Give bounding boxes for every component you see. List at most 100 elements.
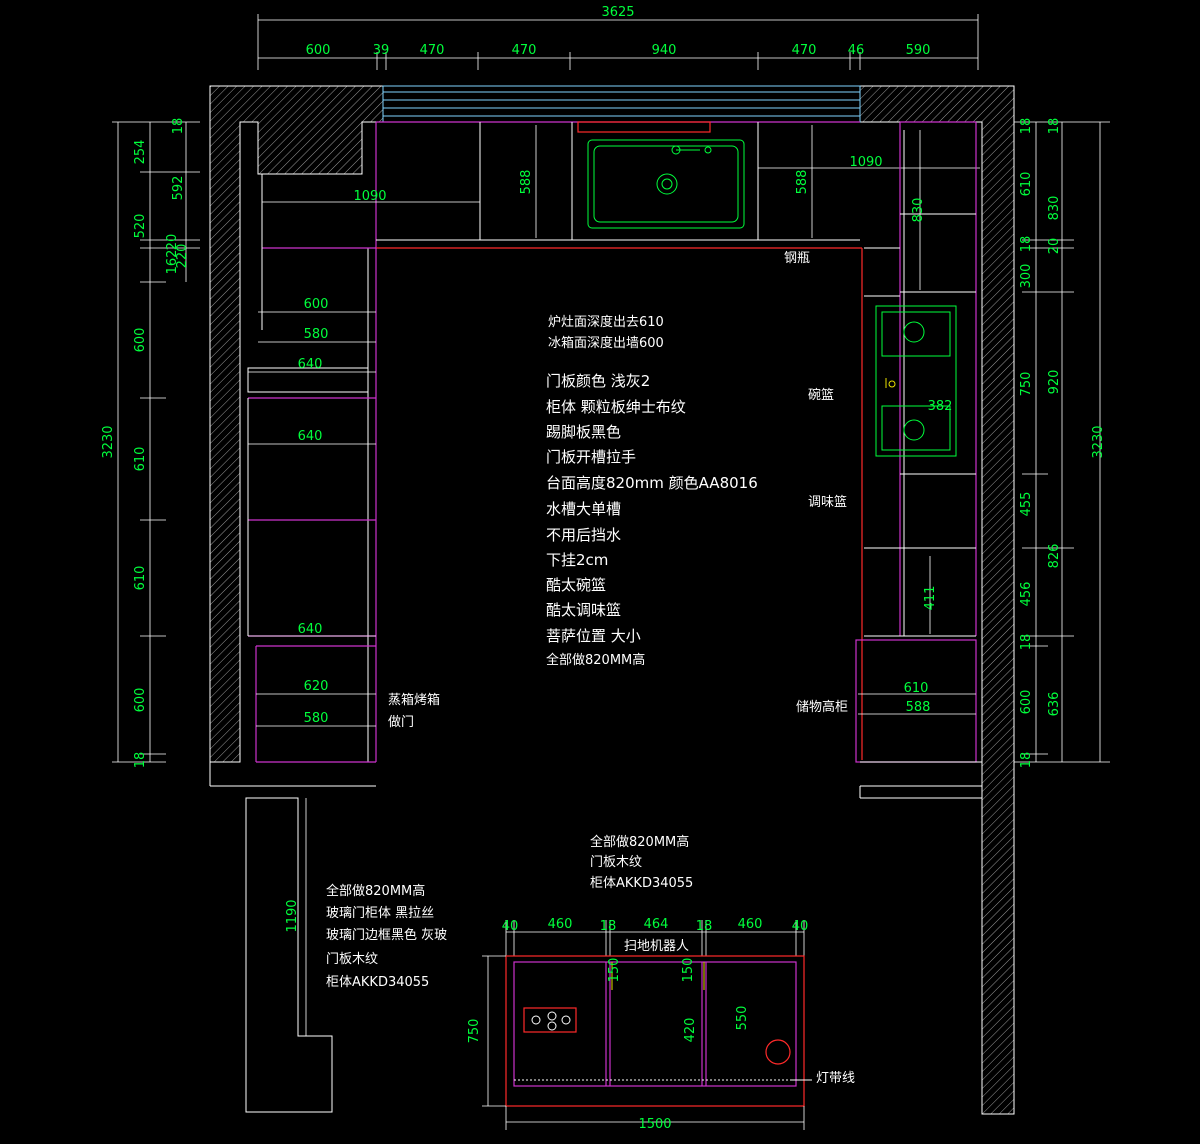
dim-right: 18: [1019, 752, 1034, 769]
dim-top-seg: 470: [420, 43, 445, 58]
cooktop: [875, 305, 957, 457]
dim-left-inner: 592: [171, 176, 186, 201]
left-dimension-chain: 3230 254 520 162 20 600 610 610 600 18 1…: [101, 118, 200, 769]
dim-580: 580: [304, 327, 329, 342]
walls: [209, 85, 1015, 1115]
note-line: 下挂2cm: [546, 551, 608, 569]
dim-550: 550: [735, 1006, 750, 1031]
dim-top-seg: 39: [373, 43, 390, 58]
dim-island-1500: 1500: [638, 1117, 671, 1132]
label-robot: 扫地机器人: [624, 939, 689, 954]
sink: [587, 139, 745, 229]
note-line: 门板木纹: [326, 952, 378, 967]
dim-top-seg: 600: [306, 43, 331, 58]
dim-left: 610: [133, 447, 148, 472]
dim-island-top: 464: [644, 917, 669, 932]
label-light-strip: 灯带线: [816, 1071, 855, 1086]
dim-left: 610: [133, 566, 148, 591]
dim-right: 750: [1019, 372, 1034, 397]
note-line: 酷太碗篮: [546, 576, 606, 594]
dim-left: 18: [133, 752, 148, 769]
note-line: 柜体AKKD34055: [590, 876, 693, 891]
dim-830: 830: [911, 198, 926, 223]
dim-left: 600: [133, 688, 148, 713]
notes-island: 全部做820MM高 门板木纹 柜体AKKD34055: [590, 834, 693, 891]
right-dimension-chain: 3230 18 610 18 300 750 455 456 18 600 18…: [1014, 118, 1110, 769]
dim-left-inner: 220: [175, 244, 190, 269]
dim-island-top: 18: [600, 919, 617, 934]
note-line: 全部做820MM高: [590, 834, 689, 850]
dim-island-top: 460: [548, 917, 573, 932]
dim-top-seg: 46: [848, 43, 865, 58]
note-line: 玻璃门边框黑色 灰玻: [326, 927, 447, 943]
dim-640: 640: [298, 429, 323, 444]
dim-right: 456: [1019, 582, 1034, 607]
dim-left: 600: [133, 328, 148, 353]
note-line: 柜体 颗粒板绅士布纹: [546, 398, 686, 416]
top-counter: 588 588 1090 1090: [262, 121, 980, 760]
dim-left: 20: [165, 234, 180, 251]
dim-1090-top: 1090: [849, 155, 882, 170]
dim-overall-width: 3625: [601, 5, 634, 20]
dim-left-overall: 3230: [101, 425, 116, 458]
dim-top-seg: 590: [906, 43, 931, 58]
dim-right-outer: 18: [1047, 118, 1062, 135]
dim-right: 600: [1019, 690, 1034, 715]
island: 40 460 18 464 18 460 40 扫地机器人 750 1500 1…: [467, 917, 855, 1132]
left-cabinet-run: 600 580 640 640 640 620 580: [247, 174, 377, 763]
note-line: 菩萨位置 大小: [546, 627, 641, 645]
label-bowl-basket: 碗篮: [808, 387, 834, 403]
note-line: 门板木纹: [590, 855, 642, 870]
dim-island-top: 40: [792, 919, 809, 934]
dim-right: 610: [1019, 172, 1034, 197]
note-line: 冰箱面深度出墙600: [548, 335, 664, 351]
dim-150: 150: [607, 958, 622, 983]
dim-right: 18: [1019, 634, 1034, 651]
notes-top: 炉灶面深度出去610 冰箱面深度出墙600: [548, 314, 664, 351]
dim-island-top: 18: [696, 919, 713, 934]
note-line: 酷太调味篮: [546, 601, 621, 619]
top-dimension-chain: 3625 600 39 470 470 940 470 46 590: [257, 5, 979, 70]
dim-620: 620: [304, 679, 329, 694]
label-steam-oven: 蒸箱烤箱: [388, 692, 440, 708]
dim-150: 150: [681, 958, 696, 983]
note-line: 全部做820MM高: [546, 652, 645, 668]
note-line: 炉灶面深度出去610: [548, 314, 664, 330]
dim-588-left: 588: [519, 170, 534, 195]
note-line: 水槽大单槽: [546, 500, 621, 518]
label-spice-basket: 调味篮: [808, 495, 847, 510]
dim-411: 411: [923, 586, 938, 611]
dim-580: 580: [304, 711, 329, 726]
dim-left: 254: [133, 140, 148, 165]
dim-600: 600: [304, 297, 329, 312]
dim-610: 610: [904, 681, 929, 696]
dim-right-outer: 830: [1047, 196, 1062, 221]
dim-left: 162: [165, 250, 180, 275]
label-storage-tall: 储物高柜: [796, 699, 848, 715]
note-line: 门板开槽拉手: [546, 448, 636, 466]
dim-right: 18: [1019, 236, 1034, 253]
dim-right-outer: 636: [1047, 692, 1062, 717]
note-line: 不用后挡水: [546, 526, 621, 544]
dim-right-overall: 3230: [1091, 425, 1106, 458]
dim-588-right: 588: [795, 170, 810, 195]
notes-main: 门板颜色 浅灰2 柜体 颗粒板绅士布纹 踢脚板黑色 门板开槽拉手 台面高度820…: [546, 372, 758, 668]
dim-left-inner: 18: [171, 118, 186, 135]
dim-640: 640: [298, 622, 323, 637]
right-cabinet-run: 830 382 411 610 588: [855, 121, 982, 763]
dim-420: 420: [683, 1018, 698, 1043]
note-line: 门板颜色 浅灰2: [546, 372, 650, 390]
dim-640: 640: [298, 357, 323, 372]
dim-island-top: 460: [738, 917, 763, 932]
notes-glass-cabinet: 全部做820MM高 玻璃门柜体 黑拉丝 玻璃门边框黑色 灰玻 门板木纹 柜体AK…: [326, 883, 447, 990]
dim-island-750: 750: [467, 1019, 482, 1044]
dim-island-top: 40: [502, 919, 519, 934]
dim-1190: 1190: [285, 899, 300, 932]
dim-1090-left: 1090: [353, 189, 386, 204]
note-line: 踢脚板黑色: [546, 423, 621, 441]
label-steam-oven-door: 做门: [388, 715, 414, 730]
dim-right: 18: [1019, 118, 1034, 135]
dim-382: 382: [928, 399, 953, 414]
